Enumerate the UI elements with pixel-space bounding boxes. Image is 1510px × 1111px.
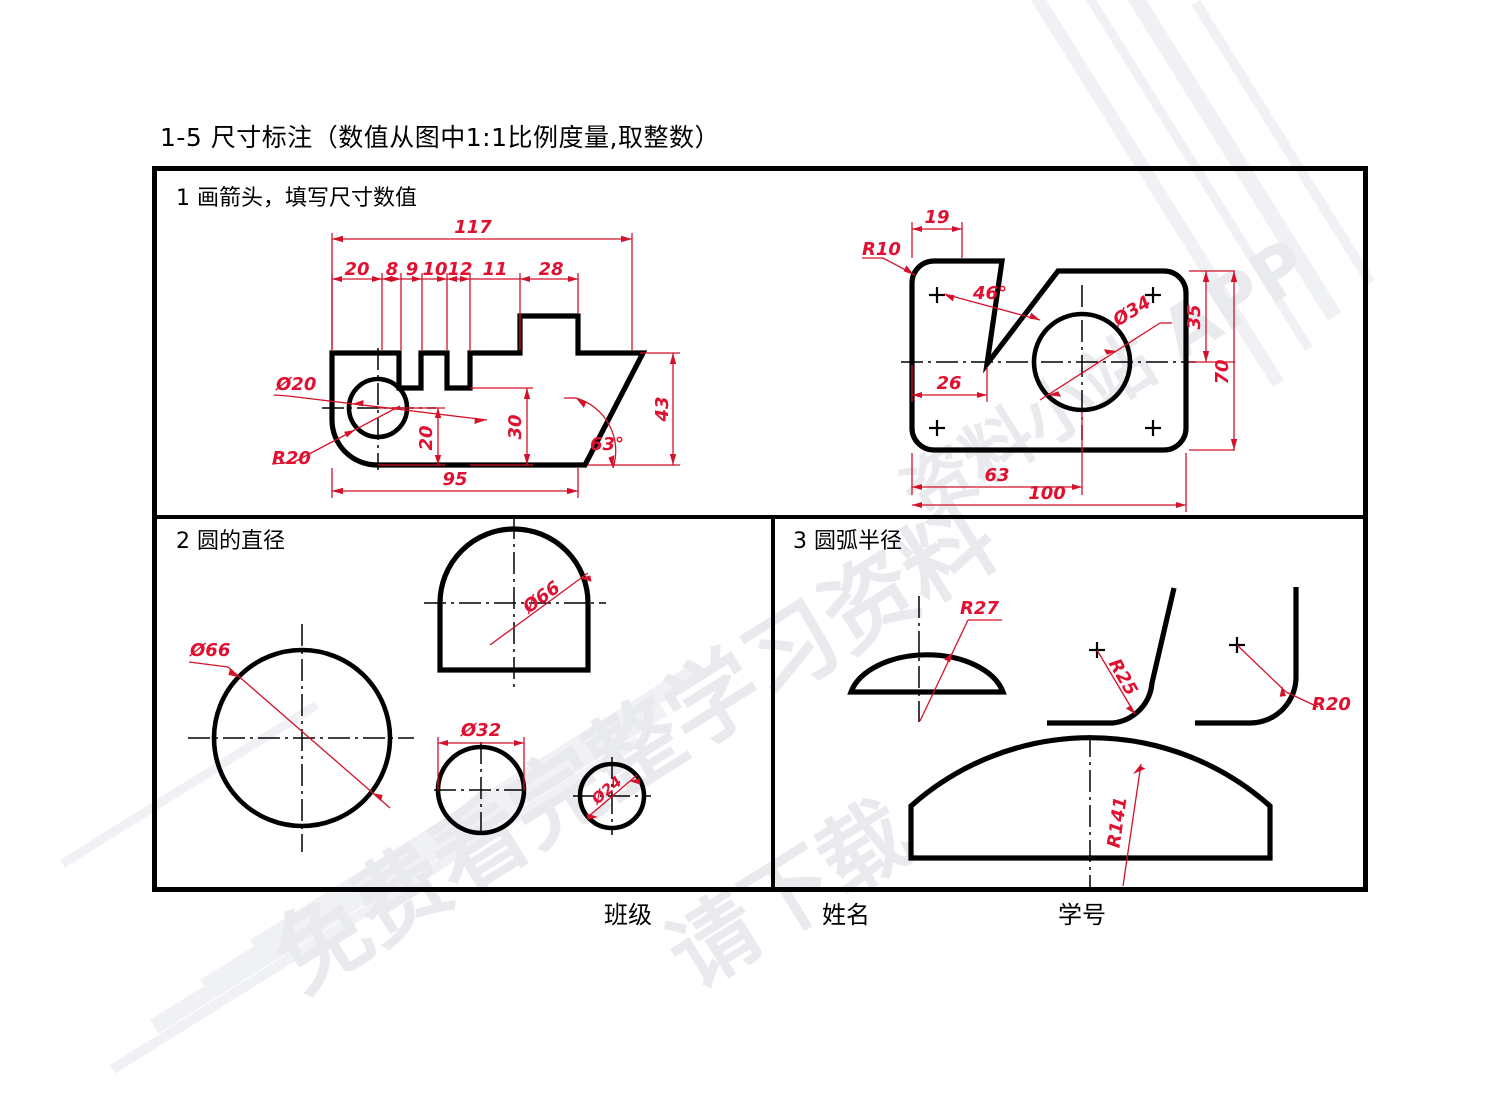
dim-chain: 20 8 9 10 12 11 28 <box>331 259 579 350</box>
dim-100: 100 <box>912 453 1187 512</box>
figure-small-circle: Ø24 <box>573 757 651 835</box>
figure-fillet-r25: R25 <box>1047 587 1177 726</box>
dim-label-r141: R141 <box>1104 795 1132 849</box>
worksheet-frame <box>152 166 1368 892</box>
dim-label-26: 26 <box>936 373 961 394</box>
section-title-3: 3 圆弧半径 <box>793 529 902 554</box>
footer-student-id-label: 学号 <box>1058 901 1106 929</box>
dim-35: 35 <box>1184 270 1235 363</box>
dim-label-30: 30 <box>505 414 526 439</box>
dim-label-10: 10 <box>422 259 447 280</box>
figure-fillet-r20: R20 <box>1195 587 1351 726</box>
dim-label-bore-offset-20: 20 <box>416 425 437 450</box>
dim-label-8: 8 <box>386 259 399 280</box>
dim-label-diameter-66-dome: Ø66 <box>518 577 564 618</box>
figure-large-arc-plate: R141 <box>908 735 1273 890</box>
dim-label-9: 9 <box>406 259 419 280</box>
dim-label-r20: R20 <box>1312 694 1351 715</box>
dim-70: 70 <box>1189 271 1238 451</box>
dim-label-corner-radius: R20 <box>272 448 311 469</box>
frame-horizontal-divider <box>157 515 1363 519</box>
dim-label-20: 20 <box>344 259 369 280</box>
section-title-1: 1 画箭头，填写尺寸数值 <box>176 186 417 211</box>
dim-r141: R141 <box>1104 763 1146 887</box>
dim-label-70: 70 <box>1212 359 1233 384</box>
dim-label-95: 95 <box>442 469 467 490</box>
dim-label-35: 35 <box>1184 304 1205 329</box>
dim-label-diameter-24: Ø24 <box>587 772 625 808</box>
dim-label-diameter-32: Ø32 <box>460 720 501 741</box>
dim-63: 63 <box>911 412 1083 495</box>
dim-label-r27: R27 <box>960 598 999 619</box>
dim-19: 19 <box>911 207 963 258</box>
dim-label-100: 100 <box>1028 483 1066 504</box>
dim-bore-offset-20: 20 <box>378 407 445 466</box>
figure-stepped-block: 117 20 8 9 10 12 <box>271 217 680 498</box>
dim-bore-34: Ø34 <box>1039 292 1172 401</box>
dim-bore-diameter: Ø20 <box>273 374 488 424</box>
dim-label-63: 63 <box>984 465 1009 486</box>
figure-vee-notch-plate: 19 R10 46° 26 <box>862 207 1238 512</box>
dim-26: 26 <box>911 365 988 402</box>
dim-label-19: 19 <box>924 207 949 228</box>
figure-medium-circle: Ø32 <box>434 720 528 838</box>
dim-label-117: 117 <box>454 217 492 238</box>
dim-label-angle-63: 63° <box>590 434 624 455</box>
dim-label-28: 28 <box>538 259 563 280</box>
dim-angle-63: 63° <box>564 397 624 469</box>
frame-vertical-divider <box>771 515 775 889</box>
footer-class-label: 班级 <box>604 901 652 929</box>
dim-diameter-24: Ø24 <box>586 772 641 820</box>
figure-large-circle: Ø66 <box>188 624 414 852</box>
page-title: 1-5 尺寸标注（数值从图中1:1比例度量,取整数） <box>160 123 720 152</box>
dim-r10: R10 <box>862 239 916 276</box>
dim-r27: R27 <box>919 598 1002 722</box>
dim-r25-marker: R25 <box>1089 642 1142 715</box>
dim-30: 30 <box>470 387 533 466</box>
dim-diameter-66-dome: Ø66 <box>489 572 592 646</box>
footer-name-label: 姓名 <box>822 901 870 929</box>
figure-dome: Ø66 <box>424 517 606 690</box>
dim-label-r10: R10 <box>862 239 901 260</box>
dim-label-11: 11 <box>482 259 507 280</box>
dim-label-12: 12 <box>447 259 472 280</box>
section-title-2: 2 圆的直径 <box>176 529 285 554</box>
dim-diameter-66-left: Ø66 <box>188 640 391 809</box>
dim-label-bore-diameter: Ø20 <box>275 374 316 395</box>
dim-label-angle-46: 46° <box>972 283 1007 304</box>
dim-43: 43 <box>588 352 680 466</box>
figure-half-round-arc: R27 <box>847 596 1007 722</box>
dim-label-43: 43 <box>652 396 673 422</box>
dim-95: 95 <box>331 468 579 498</box>
dim-117: 117 <box>331 217 633 350</box>
dim-label-diameter-66-left: Ø66 <box>189 640 230 661</box>
dim-corner-radius: R20 <box>271 405 401 469</box>
dim-r20-marker: R20 <box>1229 637 1351 715</box>
dim-label-r25: R25 <box>1104 655 1142 699</box>
